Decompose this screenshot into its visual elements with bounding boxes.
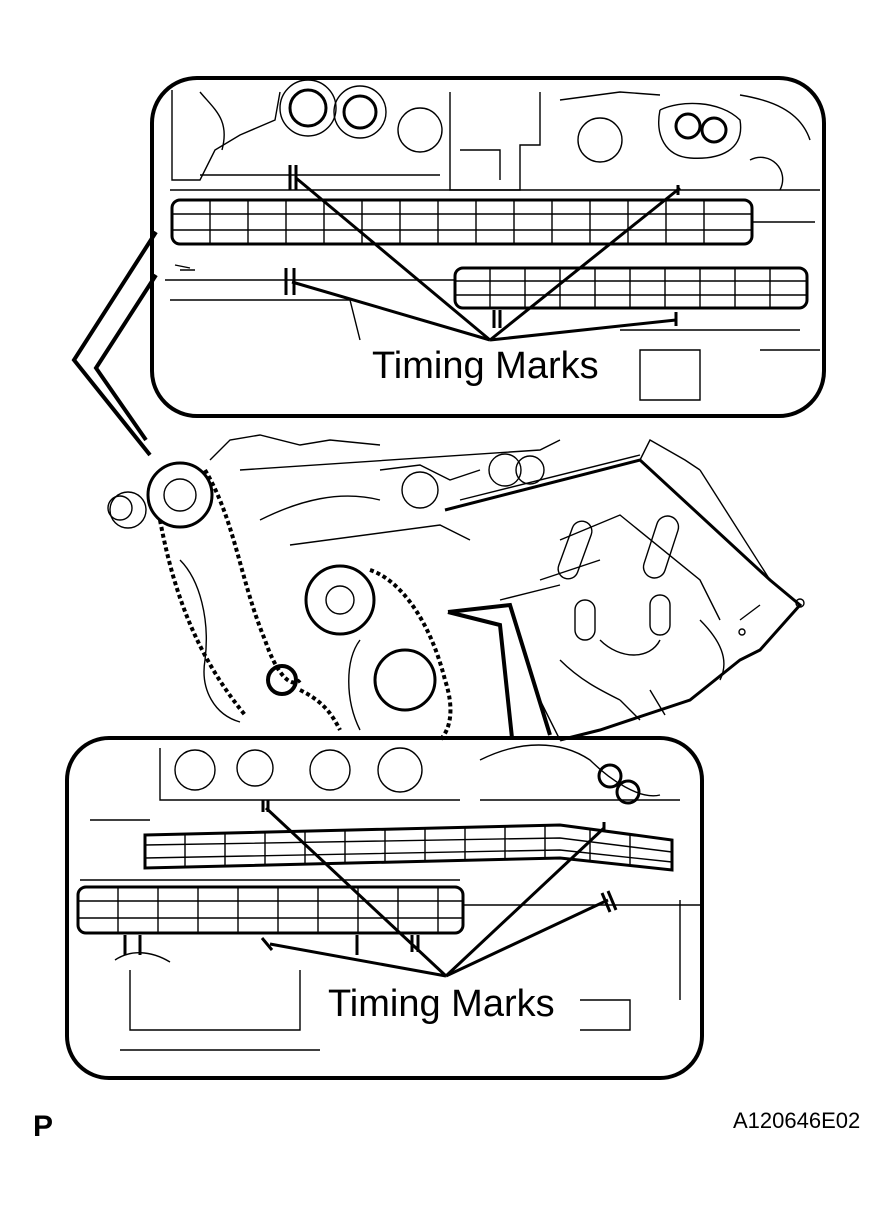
bottom-timing-marks-label: Timing Marks — [328, 983, 555, 1025]
bottom-engine-detail — [76, 744, 700, 1051]
figure-id-label: A120646E02 — [733, 1108, 861, 1133]
bottom-upper-chain — [143, 823, 674, 872]
top-timing-marks-label: Timing Marks — [372, 345, 599, 387]
engine-main-view — [107, 434, 805, 742]
top-callout: Timing Marks — [71, 76, 826, 457]
view-marker-label: P — [33, 1110, 54, 1143]
bottom-callout: Timing Marks — [65, 736, 704, 1080]
top-engine-detail — [165, 79, 820, 401]
top-lower-chain — [453, 266, 809, 310]
bottom-lower-chain — [76, 885, 465, 935]
top-upper-chain — [170, 198, 754, 246]
